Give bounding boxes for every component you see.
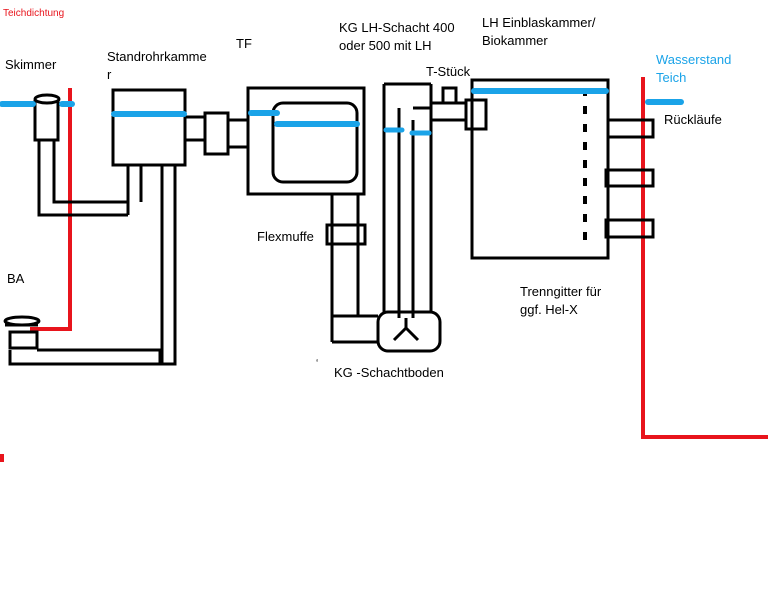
standpipe-chamber — [111, 88, 187, 366]
skimmer — [33, 93, 128, 217]
label-wasserstand-1: Wasserstand — [656, 52, 731, 67]
t-piece — [413, 86, 488, 131]
label-skimmer: Skimmer — [5, 57, 57, 72]
label-flexmuffe: Flexmuffe — [257, 229, 314, 244]
label-t-stueck: T-Stück — [426, 64, 471, 79]
label-kg-schacht-1: KG LH-Schacht 400 — [339, 20, 455, 35]
label-standrohrkammer-2: r — [107, 67, 112, 82]
label-kg-schacht-2: oder 500 mit LH — [339, 38, 432, 53]
label-lh-einblaskammer-2: Biokammer — [482, 33, 548, 48]
label-tf: TF — [236, 36, 252, 51]
return-pipes — [604, 118, 655, 239]
flex-pipe — [325, 194, 378, 344]
label-teichdichtung: Teichdichtung — [3, 8, 64, 19]
label-ruecklaeufe: Rückläufe — [664, 112, 722, 127]
pond-liner-left — [0, 88, 72, 462]
label-trenngitter-1: Trenngitter für — [520, 284, 602, 299]
drum-filter — [246, 86, 366, 196]
label-schachtboden: KG -Schachtboden — [334, 365, 444, 380]
tf-connector — [185, 111, 248, 156]
label-lh-einblaskammer-1: LH Einblaskammer/ — [482, 15, 596, 30]
water-level-markers — [0, 88, 684, 136]
label-ba: BA — [7, 271, 25, 286]
label-wasserstand-2: Teich — [656, 70, 686, 85]
kg-shaft — [376, 82, 442, 353]
pond-liner-right — [641, 77, 768, 439]
label-trenngitter-2: ggf. Hel-X — [520, 302, 578, 317]
label-standrohrkammer-1: Standrohrkamme — [107, 49, 207, 64]
stray-mark: ‘ — [316, 358, 318, 369]
separator-grid — [583, 88, 587, 240]
